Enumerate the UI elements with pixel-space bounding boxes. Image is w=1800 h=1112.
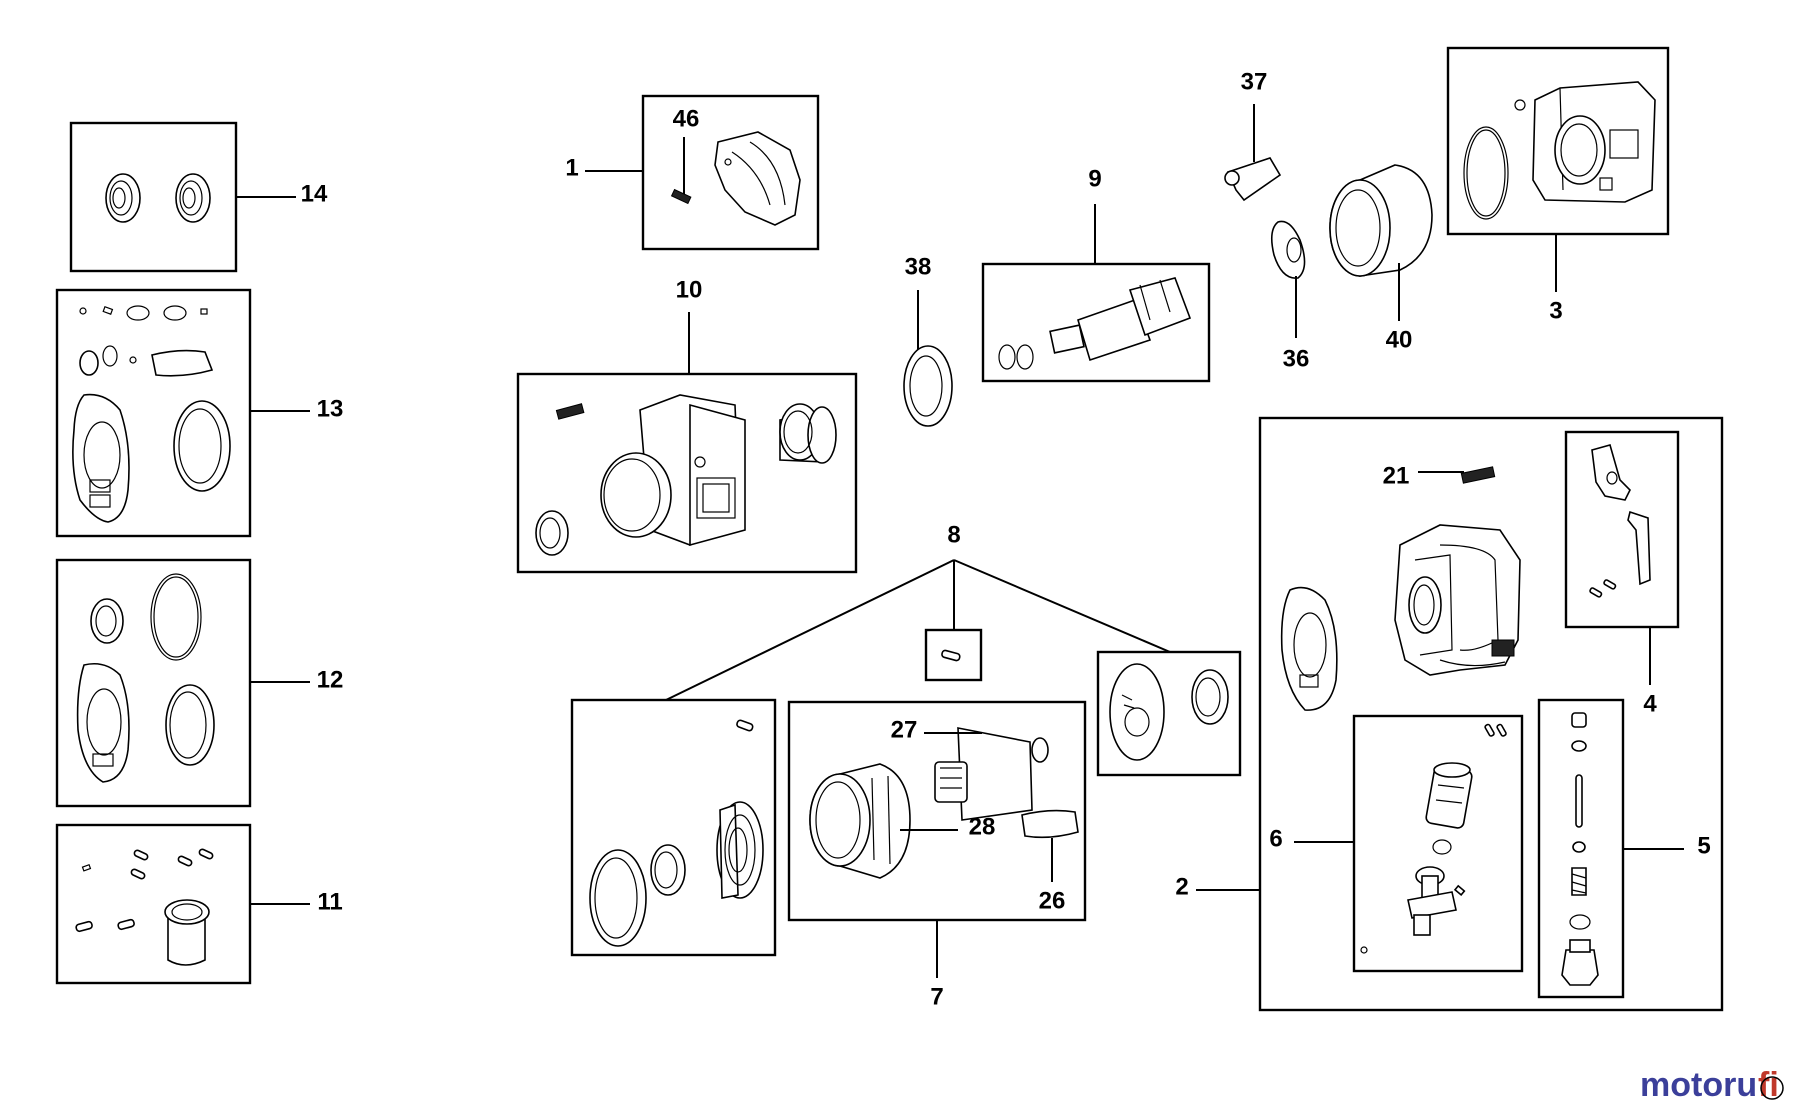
gasket-icon — [76, 662, 130, 783]
washer-icon — [903, 345, 953, 427]
group-11-pin-kit: 11 — [55, 823, 343, 985]
vane-icon — [1021, 809, 1079, 839]
label-37: 37 — [1241, 68, 1268, 95]
label-2: 2 — [1175, 873, 1188, 900]
ring-gear-icon — [1329, 164, 1433, 277]
valve-bushing-icon — [1425, 762, 1473, 829]
group-10-housing: 10 — [516, 276, 858, 574]
group-12-seal-kit: 12 — [55, 558, 344, 808]
group-2-handle-assembly: 2 21 4 6 — [1175, 416, 1724, 1012]
box-2 — [1258, 416, 1724, 1012]
part-38-washer: 38 — [903, 253, 953, 427]
label-21: 21 — [1383, 462, 1410, 489]
box-9 — [981, 262, 1211, 383]
housing-icon — [600, 394, 746, 547]
label-1: 1 — [565, 154, 578, 181]
end-plate-icon — [716, 801, 764, 899]
group-9-anvil: 9 — [981, 165, 1211, 383]
box-4 — [1564, 430, 1680, 629]
end-plate-icon — [1109, 663, 1165, 761]
group-8: 8 — [665, 521, 1171, 701]
pin-icon — [941, 649, 961, 662]
label-46: 46 — [673, 105, 700, 132]
label-38: 38 — [905, 253, 932, 280]
label-12: 12 — [317, 666, 344, 693]
group-7-motor: 27 28 26 7 — [787, 700, 1087, 1010]
bearing-icon — [1191, 669, 1229, 725]
label-5: 5 — [1697, 832, 1710, 859]
part-36: 36 — [1270, 220, 1310, 372]
label-27: 27 — [891, 716, 918, 743]
screw-icon — [555, 403, 585, 420]
lever-icon — [1627, 510, 1651, 586]
gasket-ring-icon — [173, 400, 231, 492]
handle-housing-icon — [1394, 524, 1521, 676]
group-3-front-housing: 3 — [1446, 46, 1670, 324]
anvil-icon — [1049, 277, 1192, 362]
label-40: 40 — [1386, 326, 1413, 353]
box-6 — [1352, 714, 1524, 973]
label-10: 10 — [676, 276, 703, 303]
pin-icon — [1226, 157, 1282, 202]
screw-icon — [670, 188, 692, 205]
box-end-plate — [570, 698, 777, 957]
plug-icon — [1561, 949, 1599, 986]
box-1 — [641, 94, 820, 251]
seal-icon — [535, 510, 569, 556]
label-13: 13 — [317, 395, 344, 422]
gasket-ring-icon — [589, 849, 647, 947]
label-3: 3 — [1549, 297, 1562, 324]
watermark-logo: motoru fi — [1640, 1066, 1784, 1104]
label-14: 14 — [301, 180, 328, 207]
bearing-icon — [175, 173, 211, 223]
group-13-seal-kit: 13 — [55, 288, 344, 538]
label-6: 6 — [1269, 825, 1282, 852]
label-9: 9 — [1088, 165, 1101, 192]
box-13 — [55, 288, 252, 538]
gasket-ring-icon — [165, 684, 215, 766]
o-ring-icon — [150, 573, 202, 661]
label-11: 11 — [317, 888, 342, 915]
bearing-icon — [105, 173, 141, 223]
gasket-icon — [1280, 586, 1338, 711]
screw-icon — [1460, 466, 1496, 484]
end-plate-kit — [570, 698, 777, 957]
box-8-pin — [924, 628, 983, 682]
o-ring-icon — [1463, 126, 1509, 220]
bearing-icon — [650, 844, 686, 896]
label-4: 4 — [1643, 690, 1657, 717]
box-3 — [1446, 46, 1670, 236]
group-1-handle-cover: 1 46 — [565, 94, 820, 251]
label-26: 26 — [1039, 887, 1066, 914]
bushing-icon — [779, 403, 837, 464]
group-14-bearings: 14 — [69, 121, 328, 273]
part-37: 37 — [1224, 68, 1282, 202]
housing-icon — [1514, 81, 1656, 203]
part-40: 40 — [1329, 164, 1433, 353]
label-7: 7 — [930, 983, 943, 1010]
box-rear-plate — [1096, 650, 1242, 777]
bushing-icon — [164, 899, 210, 966]
watermark-text: motoru — [1640, 1066, 1757, 1104]
gasket-icon — [72, 393, 130, 523]
rotor-icon — [934, 727, 1049, 821]
cam-icon — [1270, 220, 1306, 279]
box-10 — [516, 372, 858, 574]
valve-stack-icon — [1561, 712, 1599, 986]
cylinder-icon — [809, 763, 911, 879]
label-28: 28 — [969, 813, 996, 840]
label-36: 36 — [1283, 345, 1310, 372]
label-8: 8 — [947, 521, 960, 548]
throttle-valve-icon — [1407, 866, 1457, 936]
rear-plate-kit — [1096, 650, 1242, 777]
